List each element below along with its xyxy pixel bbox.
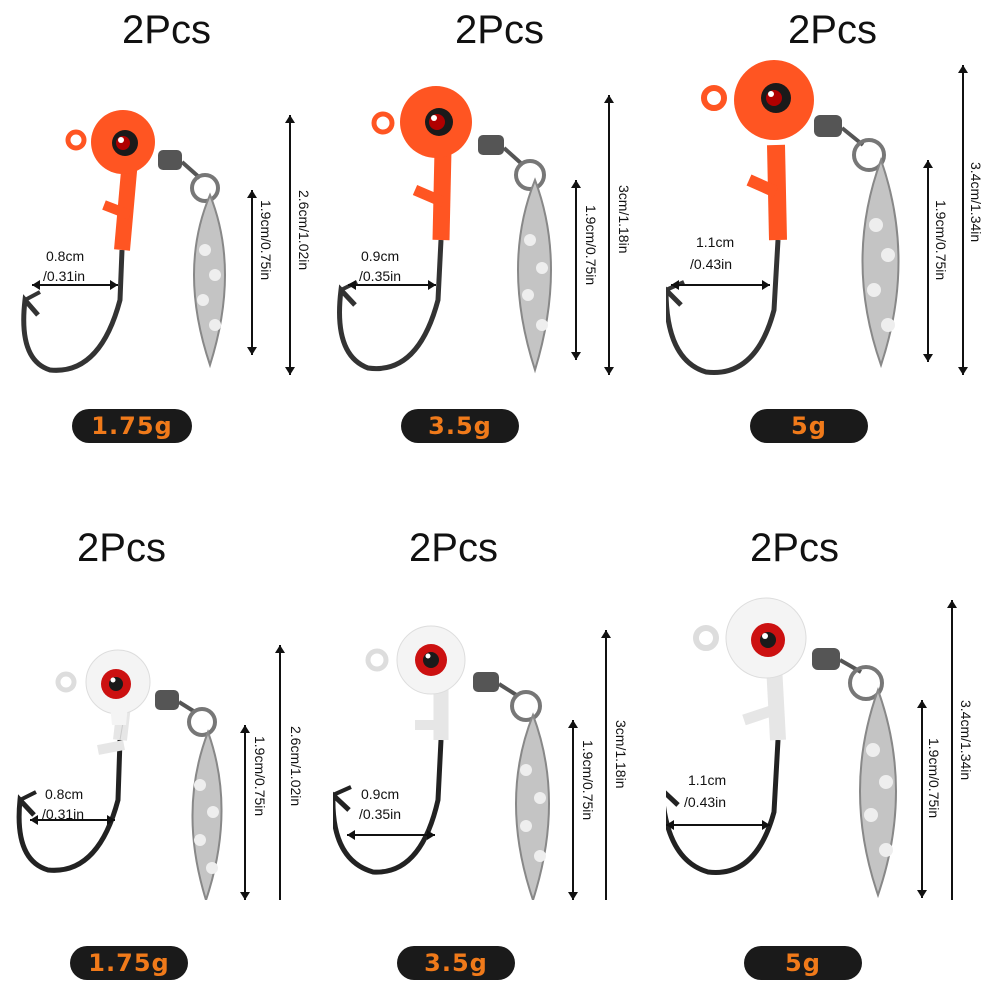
total-length-label: 3.4cm/1.34in [958, 700, 974, 781]
jig-head-lure-image [666, 60, 968, 375]
product-cell-1: 2Pcs 0.8cm /0.31in 1.9cm/0.75in 2.6cm/1.… [0, 0, 333, 500]
gap-cm-label: 0.8cm [45, 786, 84, 802]
jig-head-lure-image [337, 86, 614, 375]
weight-badge: 5g [744, 946, 862, 980]
weight-badge: 1.75g [72, 409, 192, 443]
weight-badge: 5g [750, 409, 868, 443]
jig-head-lure-image [16, 645, 285, 900]
quantity-label: 2Pcs [750, 526, 839, 570]
gap-cm-label: 1.1cm [688, 772, 727, 788]
quantity-label: 2Pcs [77, 526, 166, 570]
quantity-label: 2Pcs [788, 8, 877, 52]
gap-cm-label: 0.8cm [46, 248, 85, 264]
weight-badge: 1.75g [70, 946, 188, 980]
product-cell-4: 2Pcs 0.8cm /0.31in 1.9cm/0.75in 2.6cm/1.… [0, 500, 333, 1000]
blade-length-label: 1.9cm/0.75in [926, 738, 942, 819]
total-length-label: 2.6cm/1.02in [288, 726, 304, 807]
gap-in-label: /0.43in [690, 256, 733, 272]
product-cell-6: 2Pcs 1.1cm /0.43in 1.9cm/0.75in 3.4cm/1.… [666, 500, 999, 1000]
weight-badge: 3.5g [397, 946, 515, 980]
jig-head-lure-image [666, 597, 957, 900]
gap-in-label: /0.43in [684, 794, 727, 810]
gap-cm-label: 0.9cm [361, 786, 400, 802]
quantity-label: 2Pcs [409, 526, 498, 570]
quantity-label: 2Pcs [122, 8, 211, 52]
product-cell-2: 2Pcs 0.9cm /0.35in 1.9cm/0.75in 3cm/1.18… [333, 0, 666, 500]
gap-in-label: /0.35in [359, 806, 402, 822]
gap-in-label: /0.31in [42, 806, 85, 822]
gap-in-label: /0.35in [359, 268, 402, 284]
blade-length-label: 1.9cm/0.75in [580, 740, 596, 821]
gap-cm-label: 0.9cm [361, 248, 400, 264]
quantity-label: 2Pcs [455, 8, 544, 52]
gap-in-label: /0.31in [43, 268, 86, 284]
product-cell-5: 2Pcs 0.9cm /0.35in 1.9cm/0.75in 3cm/1.18… [333, 500, 666, 1000]
blade-length-label: 1.9cm/0.75in [933, 200, 949, 281]
total-length-label: 3cm/1.18in [616, 185, 632, 254]
jig-head-lure-image [333, 625, 611, 900]
blade-length-label: 1.9cm/0.75in [583, 205, 599, 286]
jig-head-lure-image [21, 110, 295, 375]
blade-length-label: 1.9cm/0.75in [258, 200, 274, 281]
gap-cm-label: 1.1cm [696, 234, 735, 250]
total-length-label: 3cm/1.18in [613, 720, 629, 789]
weight-badge: 3.5g [401, 409, 519, 443]
total-length-label: 3.4cm/1.34in [968, 162, 984, 243]
product-cell-3: 2Pcs 1.1cm /0.43in 1.9cm/0.75in 3.4cm/1.… [666, 0, 999, 500]
total-length-label: 2.6cm/1.02in [296, 190, 312, 271]
blade-length-label: 1.9cm/0.75in [252, 736, 268, 817]
